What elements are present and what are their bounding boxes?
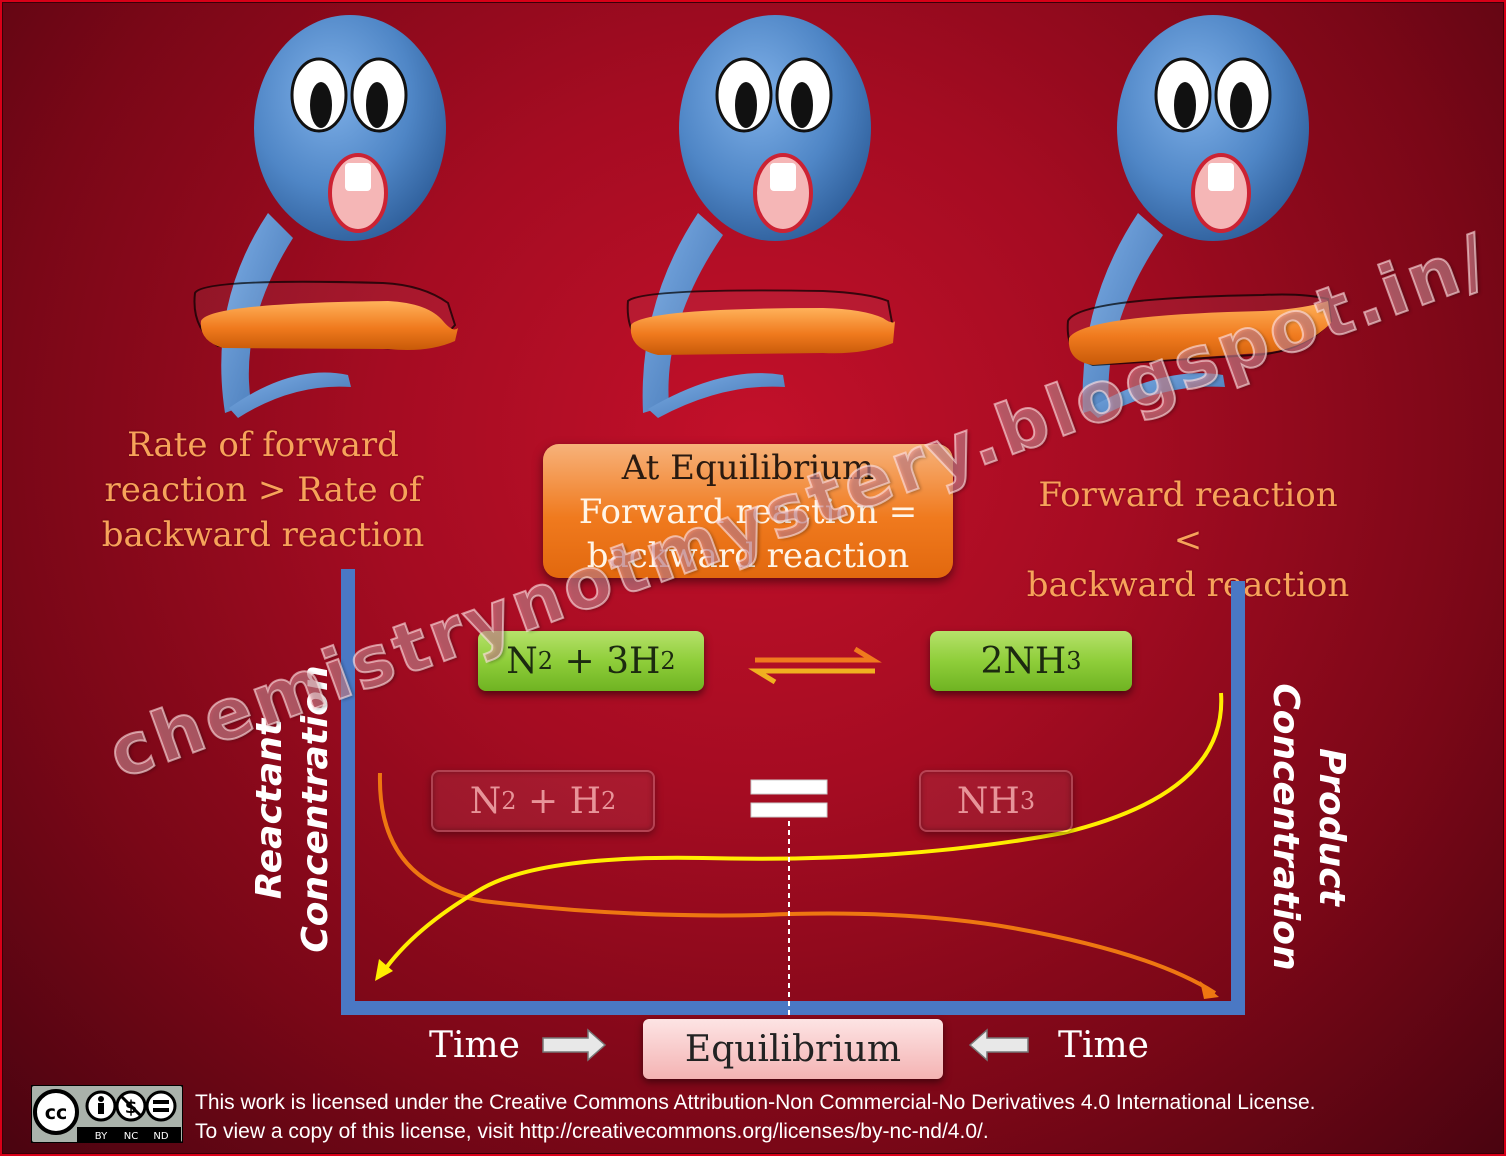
product-concentration-label: Product Concentration	[1262, 667, 1354, 987]
license-text: This work is licensed under the Creative…	[195, 1088, 1315, 1146]
balloon	[630, 308, 895, 355]
badge-label: ND	[153, 1131, 168, 1142]
mouth	[328, 153, 388, 233]
cc-icon: cc	[45, 1102, 68, 1124]
product-curve	[379, 692, 1224, 977]
characters-illustration	[193, 15, 1333, 418]
mouth	[1191, 153, 1251, 233]
badge-label: BY	[95, 1131, 108, 1142]
caption-left: Rate of forward reaction > Rate of backw…	[93, 423, 433, 558]
species-text: + 3H	[553, 640, 661, 682]
subscript: 2	[600, 787, 617, 815]
pupil	[791, 82, 813, 128]
mouth	[753, 153, 813, 233]
time-arrow-right	[542, 1028, 607, 1062]
subscript: 2	[660, 647, 676, 675]
character-left	[193, 15, 458, 418]
caption-line: Rate of forward	[127, 425, 399, 465]
concentration-graph	[341, 569, 1245, 1062]
equilibrium-title: At Equilibrium	[621, 448, 875, 488]
equilibrium-line: backward reaction	[586, 536, 910, 576]
license-line: This work is licensed under the Creative…	[195, 1091, 1316, 1114]
teeth	[345, 163, 371, 191]
time-arrow-left	[968, 1028, 1029, 1062]
pupil	[1174, 82, 1196, 128]
equilibrium-label: Equilibrium	[643, 1019, 943, 1079]
species-text: NH	[956, 780, 1020, 822]
forward-arrow	[755, 646, 882, 663]
pupil	[735, 82, 757, 128]
subscript: 3	[1019, 787, 1036, 815]
reactant-curve	[377, 772, 1217, 995]
caption-line: Forward reaction <	[1038, 475, 1338, 560]
pupil	[366, 82, 388, 128]
species-text: N	[469, 780, 502, 822]
arm	[229, 372, 351, 418]
license-line[interactable]: To view a copy of this license, visit ht…	[195, 1120, 989, 1143]
character-right	[1066, 15, 1333, 418]
equilibrium-box: At Equilibrium Forward reaction = backwa…	[543, 444, 953, 578]
equals-bar	[750, 802, 828, 818]
subscript: 3	[1066, 647, 1082, 675]
equilibrium-line: Forward reaction =	[578, 492, 918, 532]
time-label-left: Time	[429, 1025, 520, 1066]
species-text: 2NH	[980, 640, 1067, 682]
axis-label-line: Product	[1311, 748, 1352, 906]
balloon	[1068, 301, 1331, 365]
teeth	[770, 163, 796, 191]
arm	[642, 213, 723, 413]
arm	[648, 373, 785, 418]
backward-arrow	[748, 668, 875, 685]
pupil	[1230, 82, 1252, 128]
character-middle	[626, 15, 895, 418]
nd-icon	[145, 1090, 177, 1122]
badge-label: NC	[124, 1131, 138, 1142]
species-text: + H	[516, 780, 601, 822]
arrowhead	[1200, 981, 1219, 999]
arm	[1088, 373, 1225, 418]
pupil	[310, 82, 332, 128]
subscript: 2	[537, 647, 554, 675]
subscript: 2	[501, 787, 517, 815]
equals-bar	[750, 779, 828, 795]
caption-line: backward reaction	[1026, 565, 1350, 605]
axis-label-line: Concentration	[1265, 683, 1306, 971]
cc-license-badge: cc $ BY NC ND	[31, 1085, 183, 1143]
balloon	[200, 301, 458, 350]
caption-line: backward reaction	[101, 515, 425, 555]
caption-line: reaction > Rate of	[104, 470, 422, 510]
species-text: N	[506, 640, 538, 682]
teeth	[1208, 163, 1234, 191]
caption-right: Forward reaction < backward reaction	[1023, 473, 1353, 608]
arrowhead	[375, 959, 393, 981]
time-label-right: Time	[1058, 1025, 1149, 1066]
graph-axes	[341, 569, 1245, 1015]
